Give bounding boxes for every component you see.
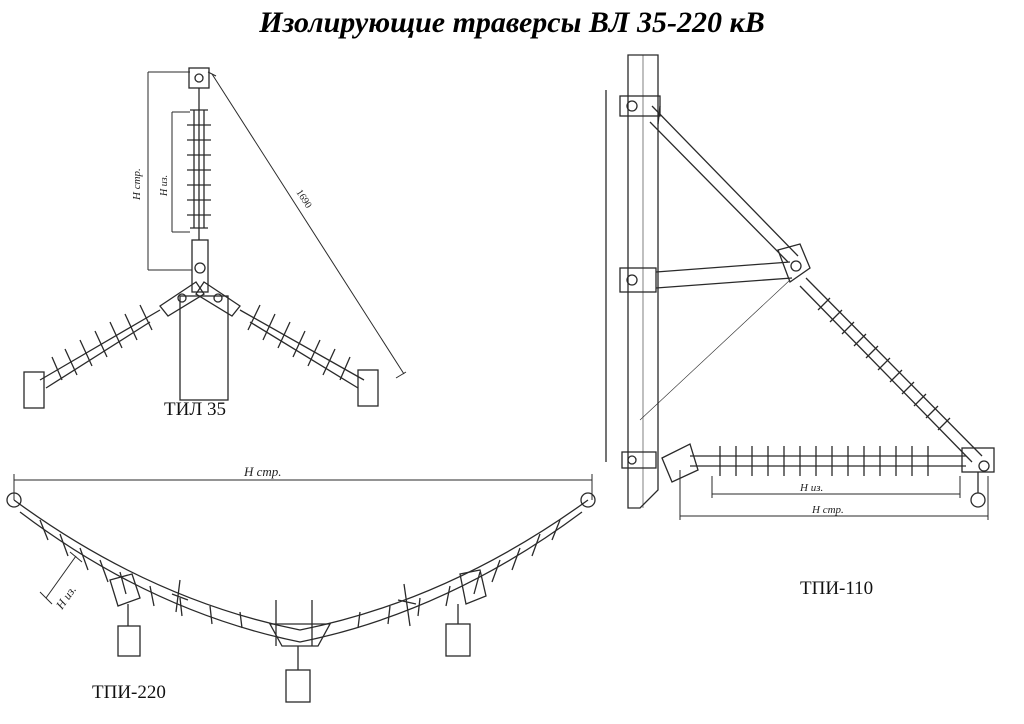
til35-diagram: Н стр. Н из. 1690 [23,67,407,409]
til35-pole [179,295,229,401]
tpi110-pole [627,54,659,509]
til35-left-arm [23,281,205,409]
til35-dim-length-label: 1690 [293,188,313,211]
tpi110-arm [619,261,793,293]
til35-dimensions [147,71,407,379]
tpi220-dim-insulator-label: Н из. [52,583,79,613]
tpi110-diagonal-insulator [799,277,983,463]
til35-dim-total-label: Н стр. [131,168,143,201]
tpi110-horizontal-insulator [690,446,966,476]
tpi110-dim-total-label: Н стр. [811,504,844,516]
til35-dim-insulator-label: Н из. [159,175,170,197]
til35-right-arm [195,281,379,407]
tpi220-diagram: Н стр. Н и [6,464,596,703]
tpi110-diagram: Н из. Н стр. [605,54,995,520]
tpi110-dimensions [679,470,989,520]
page-title: Изолирующие траверсы ВЛ 35-220 кВ [259,6,765,39]
til35-hub [191,239,209,293]
tpi220-dim-total-label: Н стр. [243,464,282,479]
til35-label: ТИЛ 35 [164,399,226,420]
tpi220-dimensions [13,474,593,500]
tpi110-dim-insulator-label: Н из. [799,482,823,494]
tpi220-label: ТПИ-220 [92,682,166,703]
til35-top-fitting [188,67,210,89]
tpi220-fittings [109,569,487,703]
tpi110-strut [649,105,799,263]
til35-vertical-insulator [187,100,211,240]
tpi220-chain [13,499,589,643]
tpi110-label: ТПИ-110 [800,578,874,599]
